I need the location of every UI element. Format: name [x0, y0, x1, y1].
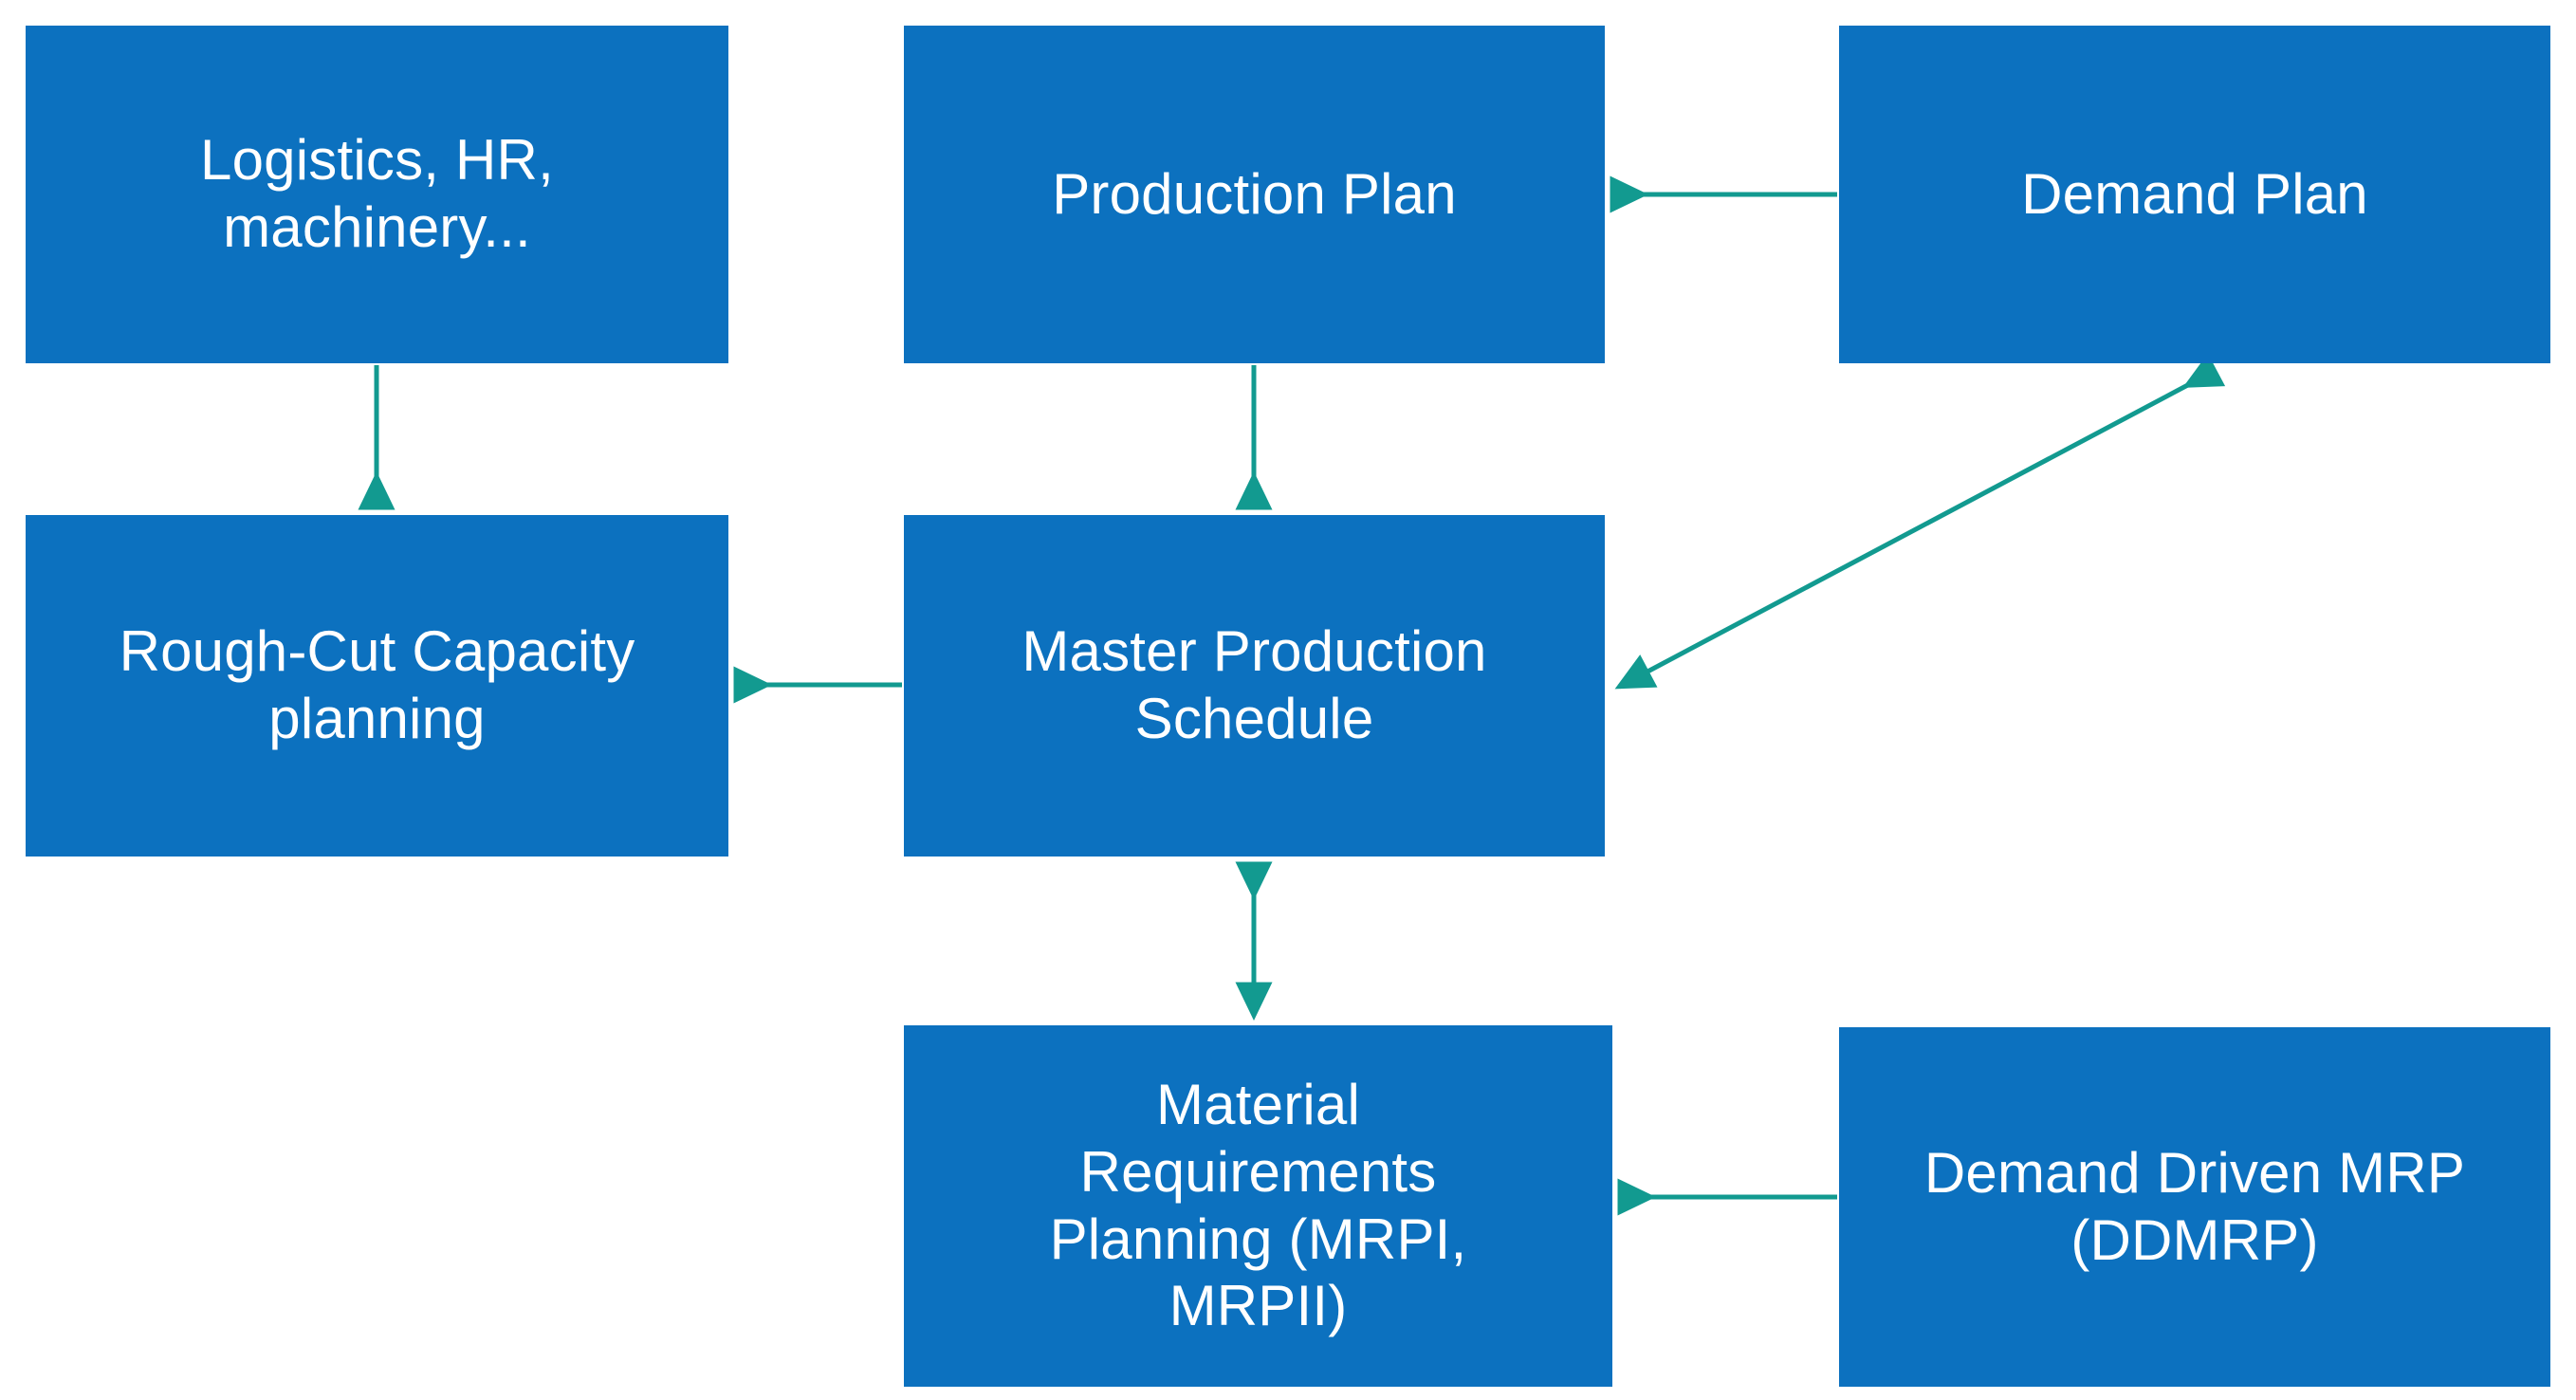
edge-mps-to-demand-bidirectional — [1614, 353, 2226, 690]
node-master-production-schedule[interactable]: Master Production Schedule — [904, 515, 1605, 857]
node-logistics[interactable]: Logistics, HR, machinery... — [26, 26, 728, 363]
node-production-plan[interactable]: Production Plan — [904, 26, 1605, 363]
node-material-requirements-planning[interactable]: Material Requirements Planning (MRPI, MR… — [904, 1025, 1612, 1387]
node-demand-plan-label: Demand Plan — [2021, 161, 2368, 226]
node-rough-cut-capacity-planning-label: Rough-Cut Capacity planning — [119, 619, 635, 750]
node-demand-plan[interactable]: Demand Plan — [1839, 26, 2550, 363]
node-master-production-schedule-label: Master Production Schedule — [1021, 619, 1487, 750]
node-logistics-label: Logistics, HR, machinery... — [200, 128, 554, 259]
node-rough-cut-capacity-planning[interactable]: Rough-Cut Capacity planning — [26, 515, 728, 857]
node-material-requirements-planning-label: Material Requirements Planning (MRPI, MR… — [1049, 1072, 1467, 1338]
node-production-plan-label: Production Plan — [1052, 161, 1457, 226]
node-demand-driven-mrp-label: Demand Driven MRP (DDMRP) — [1923, 1140, 2466, 1272]
node-demand-driven-mrp[interactable]: Demand Driven MRP (DDMRP) — [1839, 1027, 2550, 1387]
